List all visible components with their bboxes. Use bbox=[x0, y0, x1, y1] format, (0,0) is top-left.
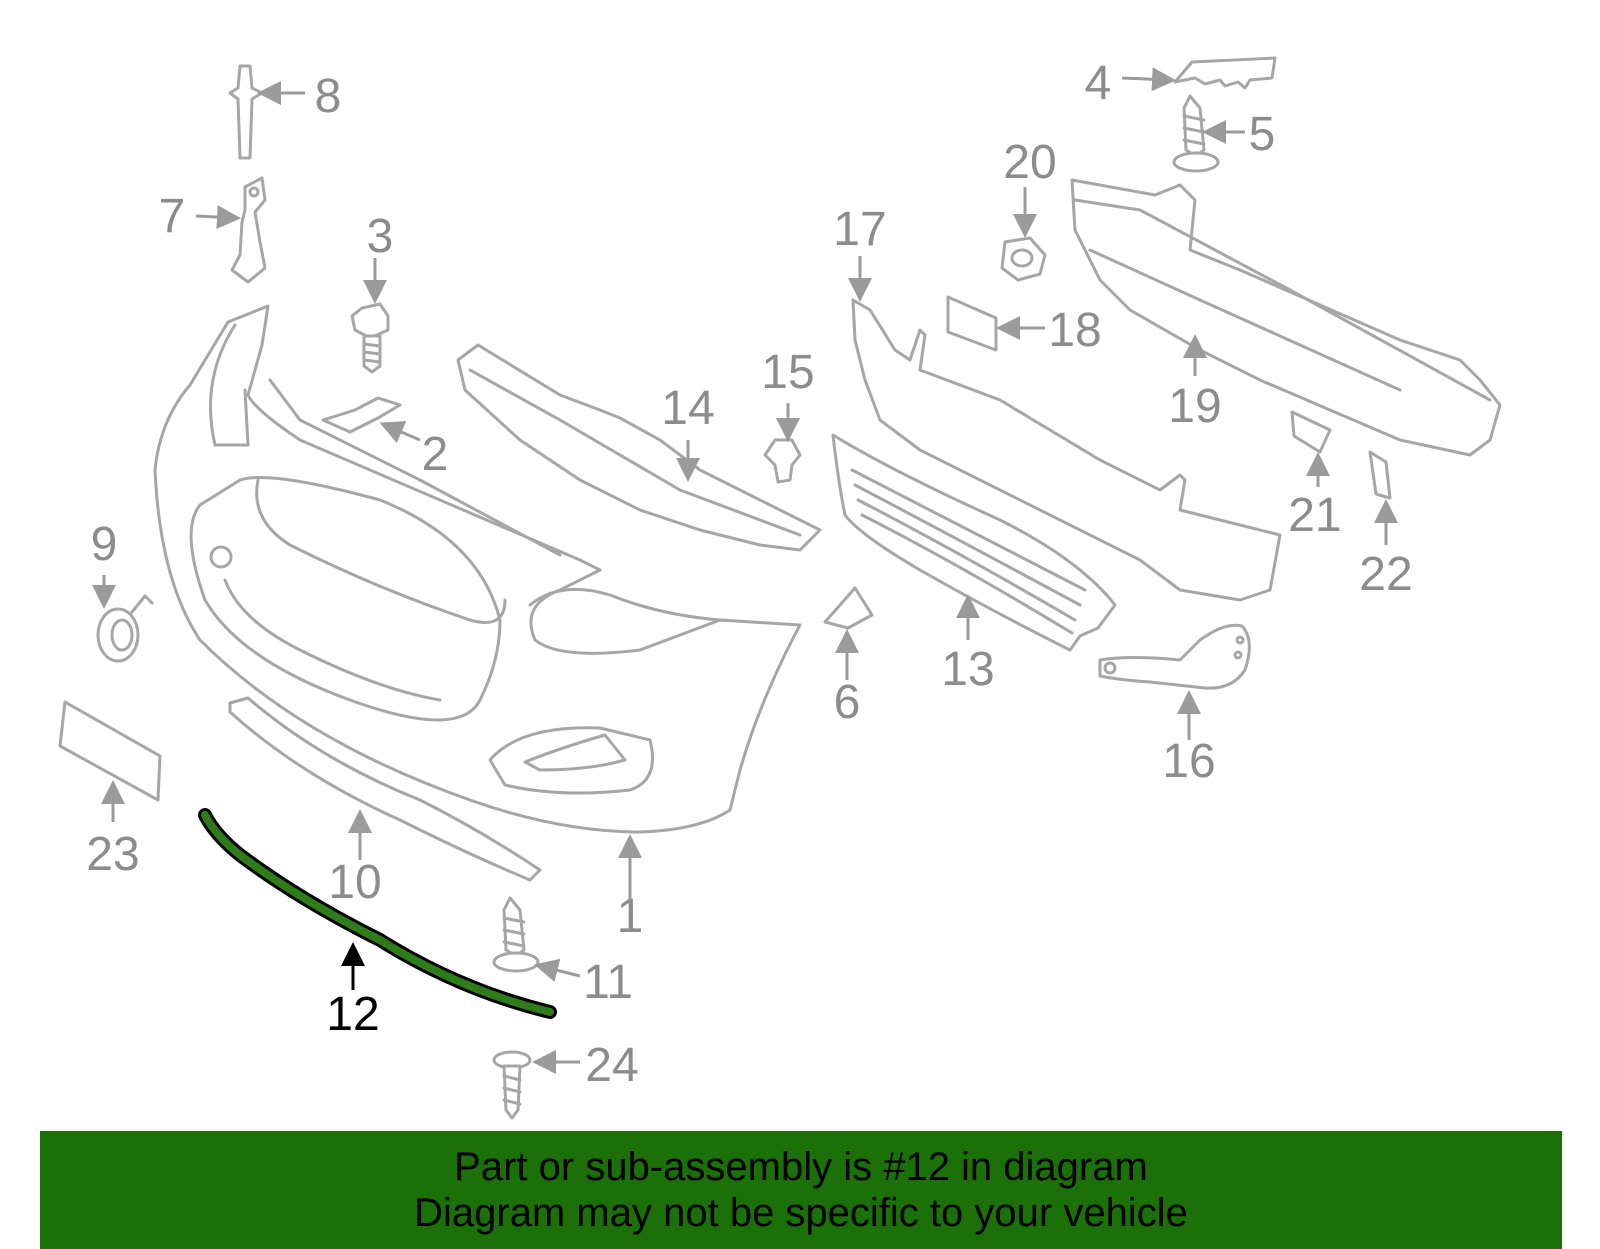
part-19-beam[interactable] bbox=[1070, 178, 1502, 457]
callout-9: 9 bbox=[91, 518, 118, 571]
part-14-upper-absorber[interactable] bbox=[456, 343, 822, 552]
callout-6: 6 bbox=[834, 676, 861, 729]
part-13-grille[interactable] bbox=[831, 433, 1117, 652]
part-9-clip[interactable] bbox=[96, 594, 154, 663]
leader-arrows bbox=[92, 67, 1398, 1074]
part-7-bracket[interactable] bbox=[230, 176, 267, 284]
callout-15: 15 bbox=[761, 346, 814, 399]
callout-23: 23 bbox=[86, 828, 139, 881]
part-22-pad[interactable] bbox=[1368, 450, 1392, 500]
part-10-lower-strip[interactable] bbox=[228, 696, 542, 882]
part-17-reinforcement[interactable] bbox=[851, 298, 1282, 602]
part-18-label[interactable] bbox=[946, 295, 998, 352]
callout-5: 5 bbox=[1249, 108, 1276, 161]
callout-11: 11 bbox=[583, 956, 633, 1009]
banner-line-disclaimer: Diagram may not be specific to your vehi… bbox=[414, 1191, 1188, 1235]
part-24-screw[interactable] bbox=[492, 1050, 532, 1120]
callout-16: 16 bbox=[1162, 735, 1215, 788]
part-11-screw[interactable] bbox=[492, 896, 540, 973]
part-1-bumper-cover[interactable] bbox=[153, 304, 802, 834]
callout-4: 4 bbox=[1085, 57, 1112, 110]
part-12-molding-highlighted[interactable] bbox=[198, 808, 557, 1019]
callout-22: 22 bbox=[1359, 548, 1412, 601]
callout-8: 8 bbox=[315, 70, 342, 123]
part-16-lamp-bracket[interactable] bbox=[1098, 623, 1251, 690]
part-4-bracket[interactable] bbox=[1173, 56, 1277, 90]
banner-line-part-number: Part or sub-assembly is #12 in diagram bbox=[454, 1145, 1148, 1189]
part-8-pin[interactable] bbox=[228, 64, 264, 160]
callout-2: 2 bbox=[422, 428, 449, 481]
part-info-banner: Part or sub-assembly is #12 in diagram D… bbox=[40, 1131, 1562, 1249]
part-15-clip[interactable] bbox=[763, 438, 802, 484]
callout-1: 1 bbox=[617, 890, 644, 943]
callout-21: 21 bbox=[1288, 489, 1341, 542]
callout-19: 19 bbox=[1168, 380, 1221, 433]
callout-7: 7 bbox=[159, 190, 186, 243]
callout-13: 13 bbox=[941, 643, 994, 696]
part-21-pad[interactable] bbox=[1290, 410, 1332, 454]
callout-3: 3 bbox=[367, 210, 394, 263]
callout-17: 17 bbox=[833, 203, 886, 256]
callout-10: 10 bbox=[328, 856, 381, 909]
part-23-plate[interactable] bbox=[58, 700, 162, 802]
callout-18: 18 bbox=[1048, 304, 1101, 357]
callout-20: 20 bbox=[1003, 136, 1056, 189]
part-3-bolt[interactable] bbox=[350, 302, 390, 374]
callout-12: 12 bbox=[326, 988, 379, 1041]
callout-24: 24 bbox=[585, 1039, 638, 1092]
part-20-nut[interactable] bbox=[1000, 236, 1047, 282]
callout-numbers: 1 2 3 4 5 6 7 8 9 10 11 12 13 14 15 16 1… bbox=[86, 57, 1412, 1092]
part-6-cap[interactable] bbox=[823, 586, 874, 630]
part-2-bracket-pad[interactable] bbox=[321, 396, 402, 434]
callout-14: 14 bbox=[661, 382, 714, 435]
part-5-screw[interactable] bbox=[1172, 94, 1220, 173]
